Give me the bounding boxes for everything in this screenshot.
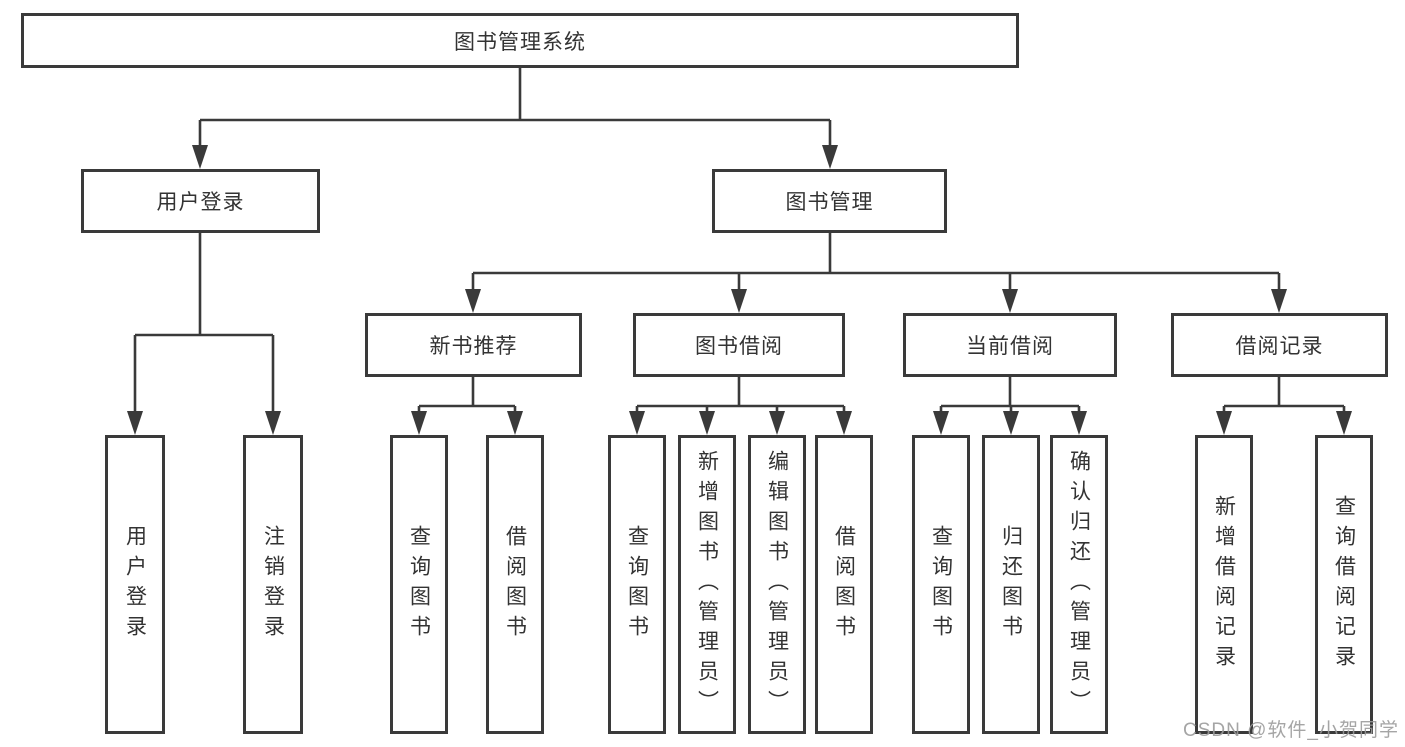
node-query-books-3: 查询图书	[912, 435, 970, 734]
node-add-books-admin: 新增图书（管理员）	[678, 435, 736, 734]
node-label: 新增借阅记录	[1212, 494, 1236, 675]
node-label: 当前借阅	[966, 335, 1054, 358]
node-book-borrowing: 图书借阅	[633, 313, 845, 377]
csdn-watermark: CSDN @软件_小贺同学	[1183, 720, 1399, 741]
node-label: 新书推荐	[429, 335, 518, 358]
node-label: 查询图书	[407, 524, 431, 645]
node-confirm-return-admin: 确认归还（管理员）	[1050, 435, 1108, 734]
node-label: 用户登录	[123, 524, 147, 645]
node-label: 图书管理	[785, 191, 874, 214]
node-label: 图书管理系统	[454, 30, 586, 54]
node-query-books-2: 查询图书	[608, 435, 666, 734]
node-label: 查询借阅记录	[1332, 494, 1356, 675]
node-query-borrow-record: 查询借阅记录	[1315, 435, 1373, 734]
node-new-book-recommendation: 新书推荐	[365, 313, 582, 377]
node-label: 查询图书	[929, 524, 953, 645]
node-label: 查询图书	[625, 524, 649, 645]
node-label: 用户登录	[156, 191, 245, 214]
node-current-borrowing: 当前借阅	[903, 313, 1117, 377]
node-borrow-books-2: 借阅图书	[815, 435, 873, 734]
node-label: 注销登录	[261, 524, 285, 645]
node-label: 借阅图书	[503, 524, 527, 645]
node-label: 借阅图书	[832, 524, 856, 645]
node-add-borrow-record: 新增借阅记录	[1195, 435, 1253, 734]
node-label: 确认归还（管理员）	[1067, 449, 1091, 720]
node-user-login-leaf: 用户登录	[105, 435, 165, 734]
node-label: 新增图书（管理员）	[695, 449, 719, 720]
node-book-management: 图书管理	[712, 169, 947, 233]
node-user-login: 用户登录	[81, 169, 320, 233]
node-return-books: 归还图书	[982, 435, 1040, 734]
node-label: 编辑图书（管理员）	[765, 449, 789, 720]
node-label: 图书借阅	[695, 335, 783, 358]
arrow-down-icon	[127, 145, 1352, 435]
tree-edges	[133, 68, 1346, 412]
node-logout: 注销登录	[243, 435, 303, 734]
node-library-management-system: 图书管理系统	[21, 13, 1019, 68]
node-borrowing-records: 借阅记录	[1171, 313, 1388, 377]
node-query-books-1: 查询图书	[390, 435, 448, 734]
node-label: 借阅记录	[1235, 335, 1324, 358]
node-edit-books-admin: 编辑图书（管理员）	[748, 435, 806, 734]
node-borrow-books-1: 借阅图书	[486, 435, 544, 734]
node-label: 归还图书	[999, 524, 1023, 645]
